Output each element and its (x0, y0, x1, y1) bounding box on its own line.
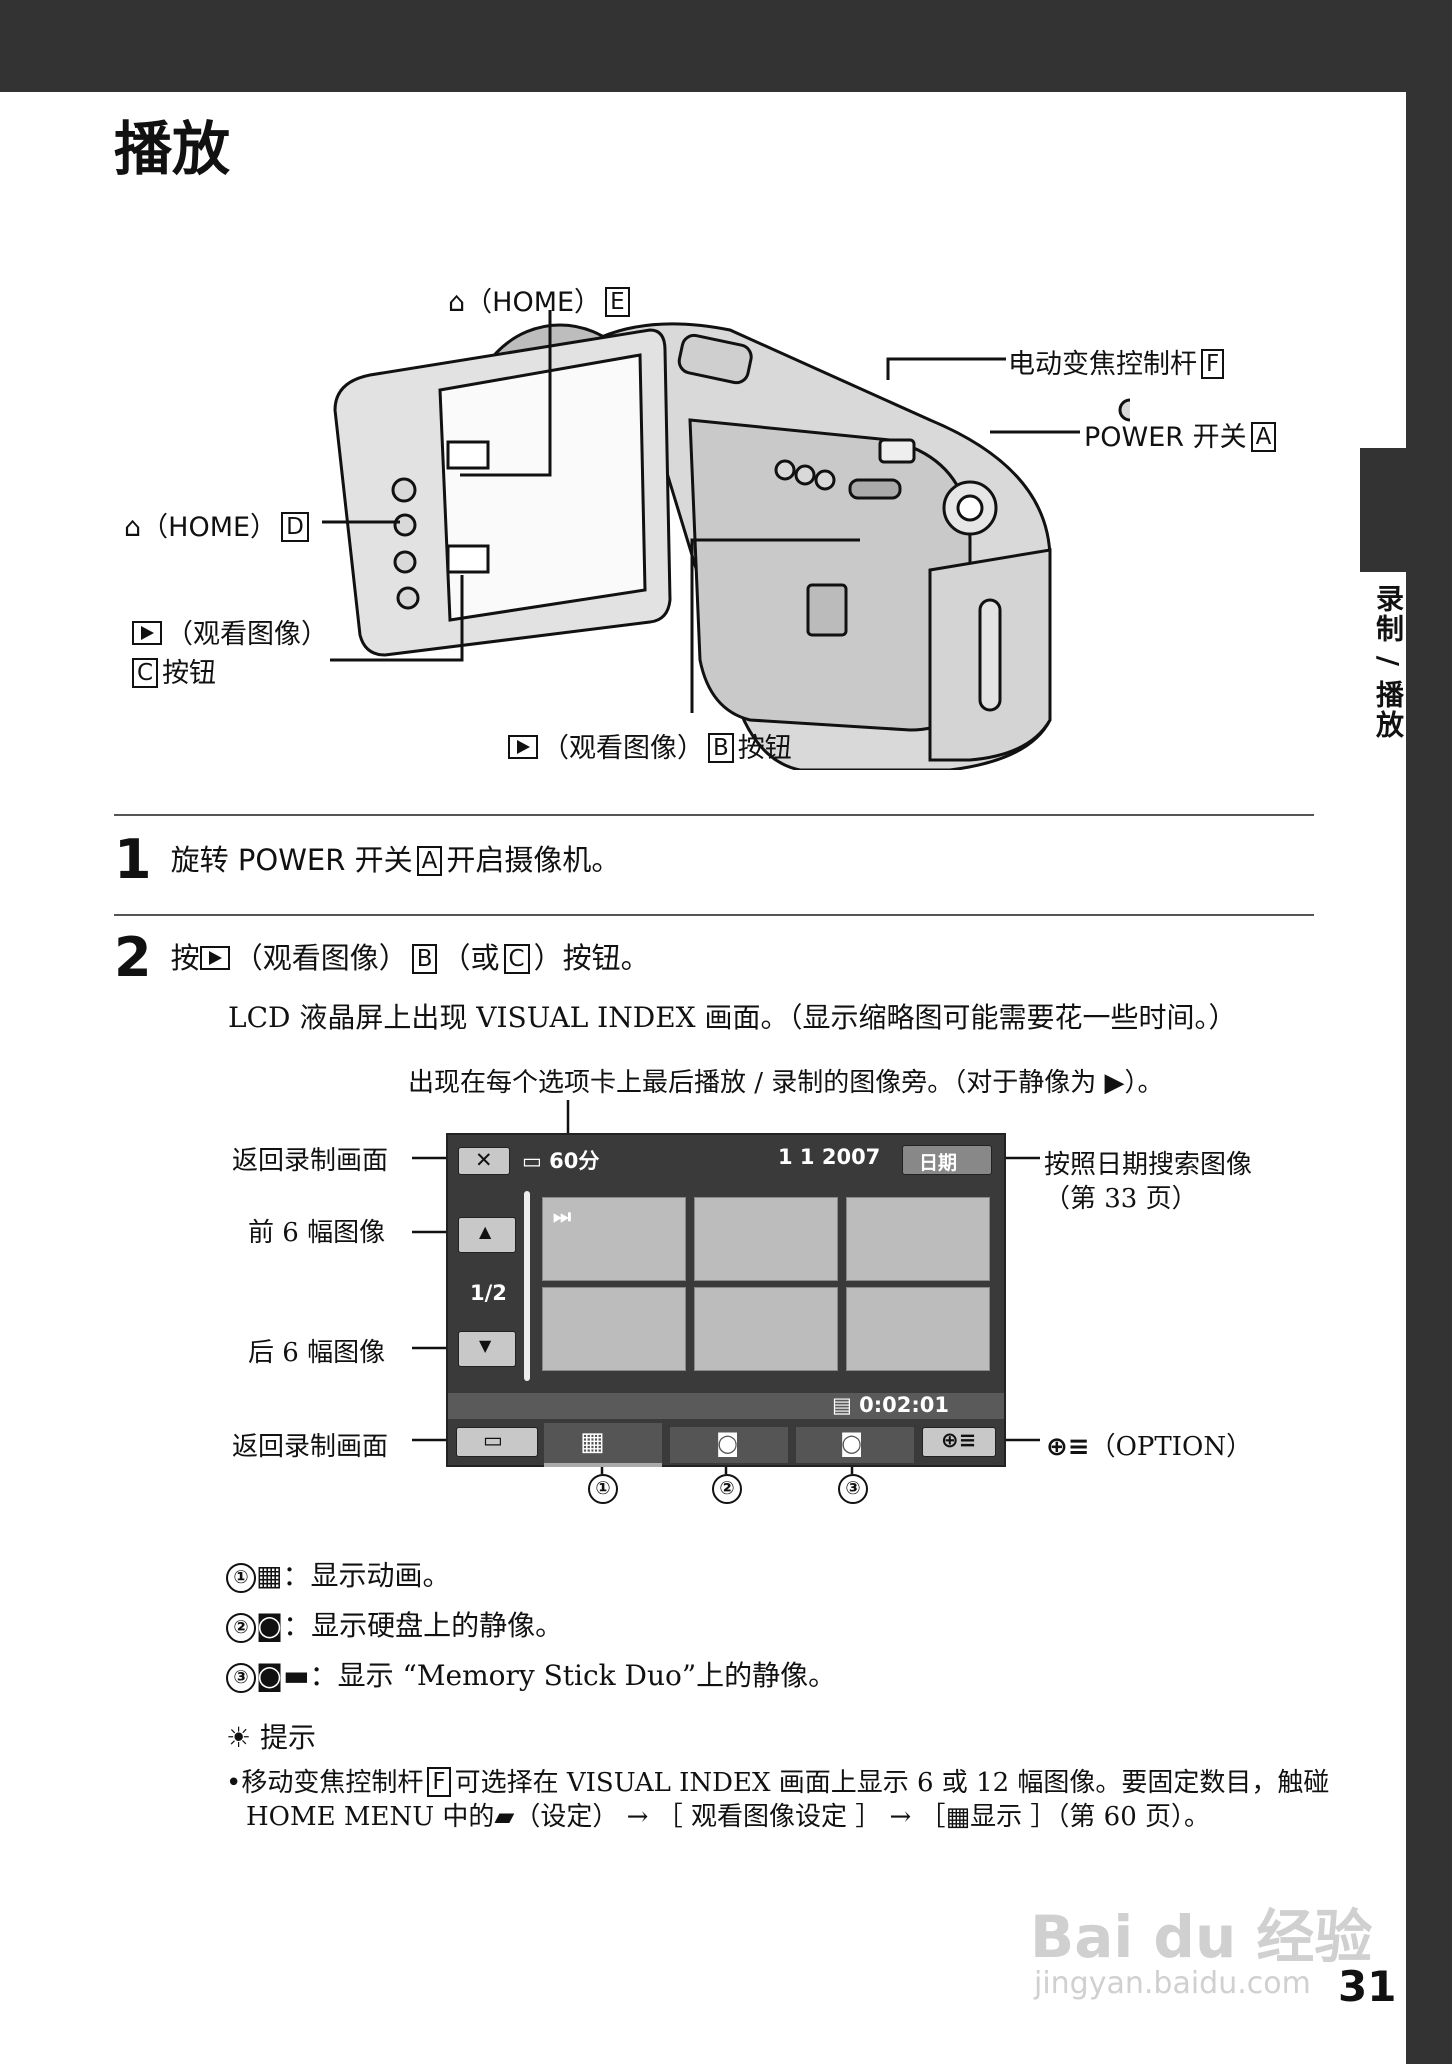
camera-record-icon: ▭ (483, 1428, 503, 1452)
play-icon (132, 621, 162, 645)
watermark-brand: Bai du 经验 (1030, 1903, 1373, 1971)
label-date-search-page: （第 33 页） (1044, 1184, 1198, 1214)
step-number: 1 (114, 828, 152, 891)
last-played-note: 出现在每个选项卡上最后播放 / 录制的图像旁。（对于静像为 ▶）。 (408, 1068, 1164, 1098)
play-icon (508, 735, 538, 759)
last-played-icon: ⏭ (553, 1204, 571, 1228)
chevron-down-icon: ▼ (479, 1336, 492, 1355)
option-icon: ⊕≡ (1046, 1432, 1090, 1462)
option-icon: ⊕≡ (941, 1428, 977, 1452)
chevron-up-icon: ▲ (479, 1222, 492, 1241)
label-option: ⊕≡（OPTION） (1046, 1432, 1253, 1462)
home-icon: ⌂ (448, 287, 466, 318)
callout-key-e: E (605, 287, 630, 317)
film-icon: ▤ (832, 1393, 852, 1417)
time-counter: ▤ 0:02:01 (832, 1393, 950, 1417)
play-icon (199, 946, 230, 970)
close-button[interactable]: ✕ (458, 1147, 510, 1175)
film-icon: ▦ (256, 1559, 283, 1592)
camera-icon: ◙ (256, 1609, 284, 1642)
step-number: 2 (114, 926, 152, 989)
label-back-to-record: 返回录制画面 (232, 1146, 389, 1176)
visual-index-screen: ✕ ▭ 60分 1 1 2007 日期 ▲ 1/2 ▼ ⏭ ▤ 0:02:01 … (446, 1133, 1006, 1467)
section-tab (1360, 448, 1406, 572)
marker-2: ② (712, 1474, 742, 1504)
option-button[interactable]: ⊕≡ (922, 1427, 996, 1457)
date-display: 1 1 2007 (778, 1145, 881, 1169)
next-page-button[interactable]: ▼ (458, 1331, 516, 1367)
top-bar (0, 0, 1452, 92)
marker-1: ① (588, 1474, 618, 1504)
callout-key-f: F (1201, 349, 1225, 379)
film-icon: ▦ (580, 1427, 605, 1457)
step-2-description: LCD 液晶屏上出现 VISUAL INDEX 画面。（显示缩略图可能需要花一些… (228, 1001, 1237, 1034)
callout-key-d: D (281, 512, 309, 542)
label-date-search: 按照日期搜索图像 (1044, 1150, 1253, 1180)
date-button[interactable]: 日期 (902, 1145, 992, 1175)
legend-item-3: ③◙▬：显示 “Memory Stick Duo”上的静像。 (226, 1654, 836, 1694)
legend-item-1: ①▦：显示动画。 (226, 1554, 450, 1594)
page-number: 31 (1338, 1962, 1397, 2011)
record-mode-button[interactable]: ▭ (456, 1427, 538, 1457)
watermark-url: jingyan.baidu.com (1034, 1966, 1311, 2001)
label-back-to-record-2: 返回录制画面 (232, 1432, 389, 1462)
camera-icon: ◙ (716, 1429, 740, 1457)
label-prev-6: 前 6 幅图像 (248, 1218, 386, 1248)
prev-page-button[interactable]: ▲ (458, 1217, 516, 1253)
label-next-6: 后 6 幅图像 (248, 1338, 386, 1368)
thumbnail[interactable] (846, 1287, 990, 1371)
thumbnail[interactable]: ⏭ (542, 1197, 686, 1281)
marker-3: ③ (838, 1474, 868, 1504)
right-edge-bar (1406, 92, 1452, 2064)
tab-memory-stick-photo[interactable]: ◙ (796, 1427, 914, 1463)
callout-key-a: A (1250, 422, 1277, 452)
lightbulb-icon: ☀ (226, 1721, 252, 1754)
tab-hdd-photo[interactable]: ◙ (670, 1427, 788, 1463)
status-strip (448, 1393, 1004, 1419)
home-icon: ⌂ (124, 512, 142, 543)
legend-item-2: ②◙：显示硬盘上的静像。 (226, 1604, 563, 1644)
page-title: 播放 (114, 115, 231, 183)
callout-key-c: C (132, 658, 159, 688)
camera-memory-icon: ◙ (840, 1429, 864, 1457)
toolbox-icon: ▰ (494, 1802, 515, 1832)
thumbnail[interactable] (846, 1197, 990, 1281)
camera-memory-icon: ◙▬ (256, 1659, 310, 1692)
battery-indicator: ▭ 60分 (522, 1149, 600, 1173)
label-home-e: ⌂（HOME）E (448, 280, 634, 319)
tip-heading: ☀ 提示 (226, 1721, 317, 1754)
section-label: 录制 / 播放 (1372, 584, 1405, 740)
label-home-d: ⌂（HOME）D (124, 505, 313, 544)
page-indicator: 1/2 (470, 1281, 507, 1305)
tip-line-2: HOME MENU 中的▰（设定） → ［ 观看图像设定 ］ → ［▦显示 ］（… (246, 1802, 1211, 1832)
divider (114, 814, 1314, 816)
divider (114, 914, 1314, 916)
thumbnail[interactable] (542, 1287, 686, 1371)
scrollbar[interactable] (524, 1191, 530, 1381)
camcorder-illustration (333, 322, 1130, 770)
callout-key-b: B (708, 733, 734, 763)
thumbnail[interactable] (694, 1197, 838, 1281)
grid-icon: ▦ (945, 1802, 971, 1832)
thumbnail[interactable] (694, 1287, 838, 1371)
tab-movie[interactable]: ▦ (544, 1423, 662, 1467)
